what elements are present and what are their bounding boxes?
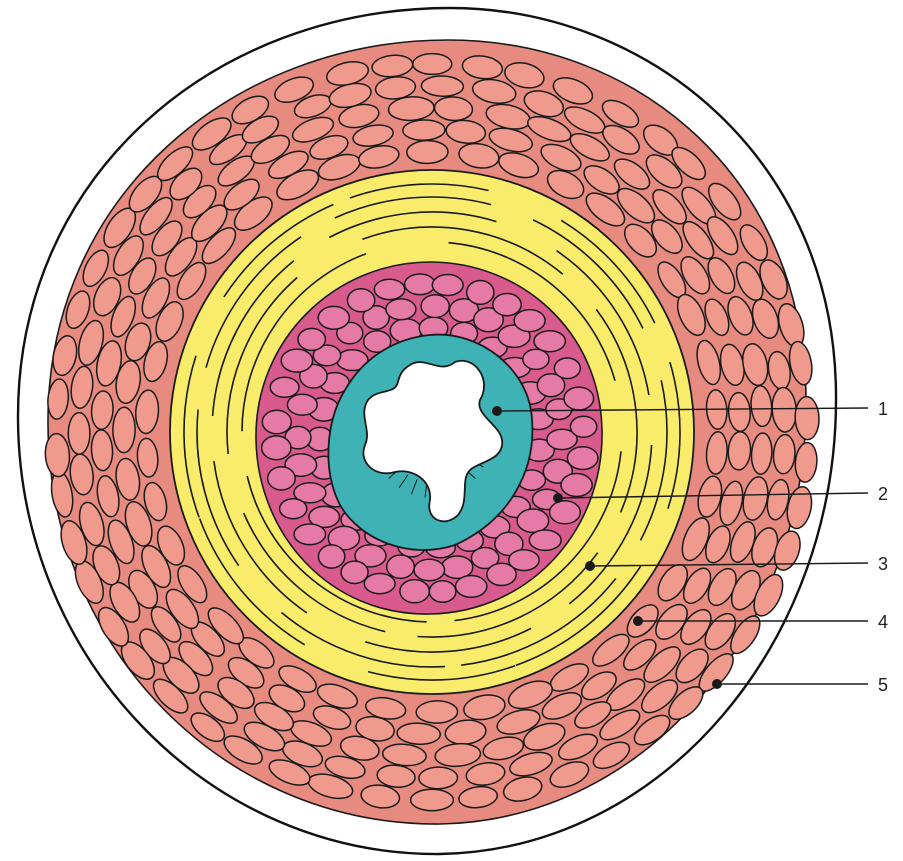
inner-cell [280, 499, 307, 519]
inner-cell [429, 581, 456, 603]
inner-cell [570, 416, 596, 437]
inner-cell [487, 563, 516, 585]
muscle-cell [68, 413, 90, 455]
inner-cell [268, 467, 296, 490]
inner-cell [421, 295, 449, 318]
inner-cell [550, 501, 581, 524]
muscle-cell [407, 140, 449, 163]
inner-cell [405, 274, 436, 295]
inner-cell [517, 509, 549, 532]
muscle-cell [416, 701, 458, 724]
inner-cell [318, 306, 349, 329]
callout-4-label: 4 [878, 612, 888, 632]
inner-cell [318, 545, 344, 568]
inner-cell [387, 555, 415, 578]
inner-cell [554, 358, 580, 379]
muscle-cell [403, 119, 446, 140]
callout-3-label: 3 [878, 554, 888, 574]
inner-cell [262, 410, 291, 434]
muscle-cell [411, 789, 454, 810]
inner-cell [561, 474, 592, 497]
inner-cell [364, 574, 395, 594]
inner-cell [534, 331, 565, 352]
inner-cell [564, 387, 594, 410]
inner-cell [262, 436, 291, 460]
muscle-cell [421, 75, 464, 96]
inner-cell [529, 530, 561, 550]
muscle-cell [113, 407, 136, 453]
inner-cell [514, 310, 545, 332]
callout-5-label: 5 [878, 675, 888, 695]
inner-cell [567, 447, 598, 470]
callout-5: 5 [712, 675, 888, 695]
inner-cell [386, 299, 416, 320]
inner-cell [374, 279, 404, 299]
callout-2-label: 2 [878, 484, 888, 504]
inner-cell [287, 394, 317, 415]
muscle-cell [419, 767, 458, 789]
muscle-cell [413, 54, 452, 75]
inner-cell [493, 294, 521, 316]
inner-cell [281, 349, 312, 372]
inner-cell [294, 524, 326, 545]
inner-cell [456, 576, 487, 598]
inner-cell [298, 328, 325, 350]
inner-cell [341, 561, 368, 583]
callout-1-label: 1 [878, 399, 888, 419]
inner-cell [270, 377, 299, 397]
inner-cell [523, 349, 549, 369]
inner-cell [467, 281, 494, 305]
inner-cell [414, 559, 445, 580]
inner-cell [400, 580, 429, 603]
inner-cell [347, 289, 374, 312]
inner-cell [432, 275, 463, 296]
